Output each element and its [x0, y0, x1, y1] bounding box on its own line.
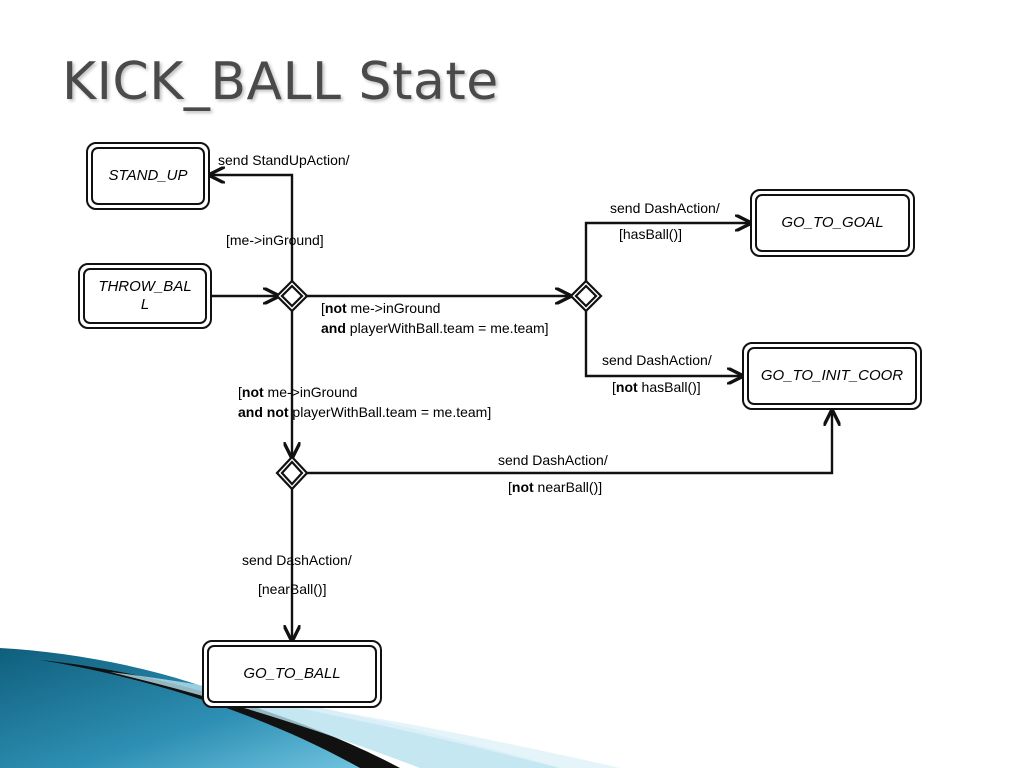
label-goal-action: send DashAction/ — [610, 200, 720, 216]
label-near-guard: [nearBall()] — [258, 581, 327, 597]
label-not-team-line1: [not me->inGround — [238, 384, 358, 400]
label-far-action: send DashAction/ — [498, 452, 608, 468]
choice-node-2 — [569, 279, 603, 313]
state-stand-up: STAND_UP — [86, 142, 210, 210]
state-go-to-goal: GO_TO_GOAL — [750, 189, 915, 257]
state-go-to-ball: GO_TO_BALL — [202, 640, 382, 708]
label-not-in-ground-team-line2: and playerWithBall.team = me.team] — [321, 320, 549, 336]
edge-choice3-to-init — [307, 411, 832, 475]
slide-title: KICK_BALL State — [62, 52, 499, 112]
edge-choice2-to-goal — [584, 223, 750, 281]
state-go-to-init-coor-label: GO_TO_INIT_COOR — [760, 367, 904, 384]
state-throw-ball: THROW_BALL — [78, 263, 212, 329]
edge-choice2-to-init — [584, 311, 742, 376]
label-not-has-ball-guard: [not hasBall()] — [612, 379, 701, 395]
state-go-to-ball-label: GO_TO_BALL — [243, 665, 341, 682]
label-in-ground-guard: [me->inGround] — [226, 232, 324, 248]
state-stand-up-label: STAND_UP — [108, 167, 188, 184]
state-go-to-goal-label: GO_TO_GOAL — [781, 214, 884, 231]
choice-node-3 — [275, 455, 309, 491]
state-go-to-init-coor: GO_TO_INIT_COOR — [742, 342, 922, 410]
edge-choice1-to-standup — [210, 175, 294, 281]
label-near-action: send DashAction/ — [242, 552, 352, 568]
label-has-ball-guard: [hasBall()] — [619, 226, 683, 242]
label-not-in-ground-team-line1: [not me->inGround — [321, 300, 441, 316]
label-standup-action: send StandUpAction/ — [218, 152, 350, 168]
label-not-near-guard: [not nearBall()] — [508, 479, 603, 495]
label-init-action: send DashAction/ — [602, 352, 712, 368]
label-not-team-line2: and not playerWithBall.team = me.team] — [238, 404, 492, 420]
state-throw-ball-label: THROW_BALL — [98, 278, 192, 313]
choice-node-1 — [275, 279, 309, 313]
